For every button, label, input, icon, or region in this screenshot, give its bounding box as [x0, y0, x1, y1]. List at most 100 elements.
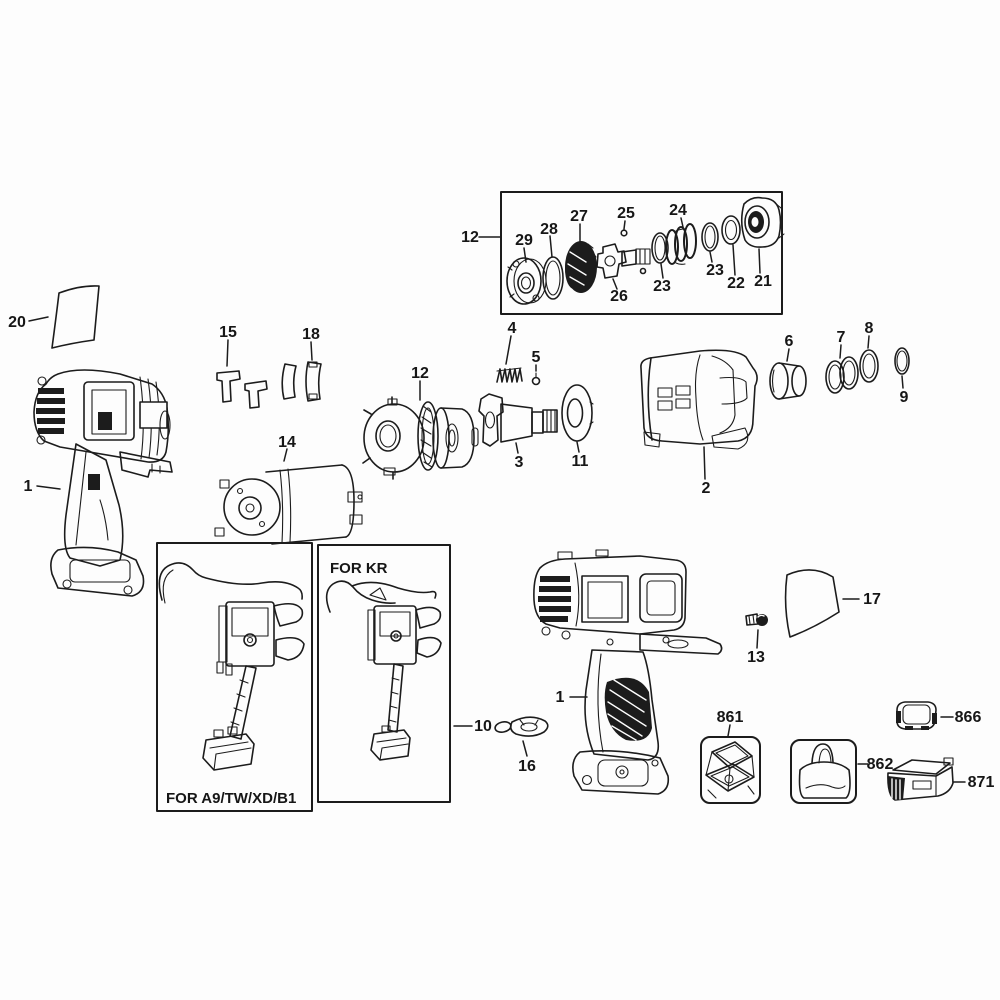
kr-box-border [317, 544, 451, 803]
spindle-26-drawing [596, 243, 651, 279]
motor-14-drawing [214, 464, 363, 545]
impact-assembly-box: 12 29 28 27 25 [461, 191, 785, 315]
ring-22-drawing [721, 215, 741, 245]
ball-25-drawing [620, 229, 628, 237]
gearbox-12-drawing [362, 396, 479, 480]
part-label-12: 12 [411, 365, 429, 382]
part-label-861: 861 [717, 709, 744, 726]
charger-871-drawing [887, 757, 954, 801]
part-label-1-right: 1 [556, 689, 565, 706]
leader-9 [901, 375, 904, 389]
part-label-8: 8 [865, 320, 874, 337]
part-label-14: 14 [278, 434, 296, 451]
o-ring-28-drawing [542, 256, 564, 300]
leader-8 [867, 335, 870, 349]
ring-9-drawing [894, 347, 910, 375]
part-label-25: 25 [617, 205, 635, 222]
leader-4 [505, 335, 512, 365]
leader-26 [612, 278, 618, 290]
part-label-5: 5 [532, 349, 541, 366]
part-label-2: 2 [702, 480, 711, 497]
part-label-27: 27 [570, 208, 588, 225]
part-label-23-right: 23 [706, 262, 724, 279]
label-sticker-17-drawing [784, 569, 840, 638]
label-sticker-20-drawing [51, 285, 100, 349]
bearing-21-drawing [740, 196, 785, 248]
part-label-17: 17 [863, 591, 881, 608]
anvil-3-drawing [478, 393, 558, 447]
part-label-11: 11 [572, 453, 589, 470]
a9-box-border [156, 542, 313, 812]
tool-body-left-drawing [33, 369, 173, 597]
leader-2 [703, 446, 706, 480]
a9-box-caption: FOR A9/TW/XD/B1 [166, 790, 296, 807]
hammer-27-drawing [565, 241, 597, 293]
clip-16-drawing [494, 716, 549, 737]
front-housing-2-drawing [640, 349, 758, 450]
cam-washer-29-drawing [506, 257, 547, 305]
spring-4-drawing [496, 367, 523, 383]
leader-11 [576, 441, 580, 453]
part-label-7: 7 [837, 329, 846, 346]
part-label-3: 3 [515, 454, 524, 471]
leader-28 [549, 235, 553, 258]
leader-14 [283, 448, 288, 462]
part-label-21: 21 [754, 273, 772, 290]
leader-13 [756, 629, 759, 649]
leader-24 [680, 217, 684, 228]
battery-866-drawing [896, 701, 937, 730]
leader-25 [623, 220, 626, 230]
leader-20 [28, 316, 49, 322]
part-label-18: 18 [302, 326, 320, 343]
sleeve-6-drawing [769, 362, 807, 400]
part-label-9: 9 [900, 389, 909, 406]
part-label-862: 862 [867, 756, 894, 773]
switch-box-a9: FOR A9/TW/XD/B1 [156, 542, 313, 812]
leader-3 [515, 442, 519, 454]
leader-22 [732, 244, 736, 276]
ring-23-right-drawing [701, 222, 719, 252]
part-label-866: 866 [955, 709, 982, 726]
leader-861 [727, 724, 731, 737]
part-label-871: 871 [968, 774, 995, 791]
ring-23-left-drawing [651, 232, 669, 264]
part-label-1-left: 1 [24, 478, 33, 495]
switch-a9-drawing [158, 562, 305, 771]
ring-pair-7-drawing [825, 356, 859, 394]
part-label-23-left: 23 [653, 278, 671, 295]
part-label-20: 20 [8, 314, 26, 331]
leader-21 [758, 248, 761, 274]
part-label-28: 28 [540, 221, 558, 238]
switch-kr-drawing [325, 580, 442, 761]
spring-stack-24-drawing [665, 223, 697, 265]
leader-18 [310, 341, 313, 361]
bag-862-drawing [790, 739, 857, 804]
leader-7 [839, 344, 842, 359]
part-label-4: 4 [508, 320, 517, 337]
leader-15 [226, 339, 229, 367]
leader-23-right [709, 251, 713, 263]
part-label-24: 24 [669, 202, 687, 219]
switch-box-kr: FOR KR [317, 544, 451, 803]
part-label-15: 15 [219, 324, 237, 341]
part-label-29: 29 [515, 232, 533, 249]
kit-box-861-drawing [700, 736, 761, 804]
leader-6 [786, 348, 790, 362]
washer-11-drawing [561, 384, 594, 442]
detent-5-drawing [531, 372, 541, 386]
part-label-assembly-12: 12 [461, 229, 479, 246]
assembly-box-border [500, 191, 783, 315]
kr-box-caption: FOR KR [330, 560, 388, 577]
part-label-13: 13 [747, 649, 765, 666]
tool-body-right-drawing [533, 549, 723, 795]
part-label-16: 16 [518, 758, 536, 775]
part-label-26: 26 [610, 288, 628, 305]
leader-1-left [36, 485, 61, 490]
fr-button-15-drawing [216, 370, 268, 409]
part-label-10: 10 [474, 718, 492, 735]
leader-16 [522, 740, 528, 757]
ring-8-drawing [859, 349, 879, 383]
part-label-6: 6 [785, 333, 794, 350]
